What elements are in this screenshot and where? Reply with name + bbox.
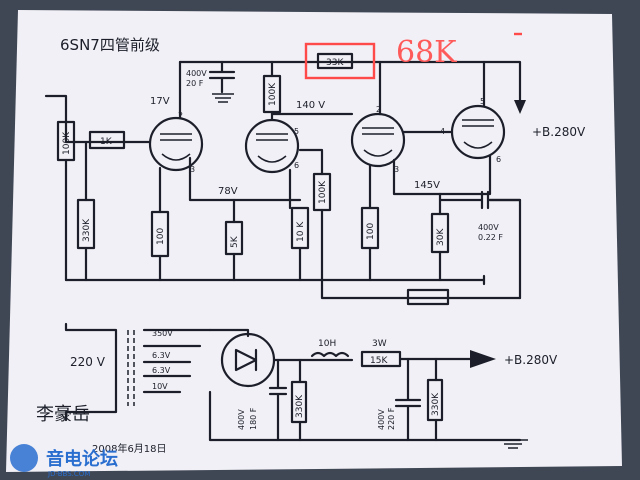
voltage-145v: 145V (414, 180, 440, 191)
tube-2-elements (256, 133, 288, 163)
label-100-k3: 100 (366, 223, 376, 240)
ground-symbol-ps (498, 439, 528, 449)
cap-top-volt: 400V (186, 69, 207, 78)
wire-to-100k-b (298, 148, 324, 176)
cap-ps2-volt: 400V (377, 409, 386, 430)
amplifier-circuit: +B.280V 100K 1K 330K 17V 2 3 100 400V 20… (44, 32, 586, 306)
pin-3-tube3: 3 (394, 165, 399, 174)
label-1k: 1K (100, 137, 113, 147)
feedback-wire (320, 208, 522, 300)
label-330k-ps2: 330K (431, 392, 441, 416)
cap-top (208, 60, 236, 94)
output-cap (438, 190, 522, 210)
bplus-rail-top (178, 60, 522, 102)
resistor-feedback (406, 288, 450, 306)
label-10h: 10H (318, 339, 336, 349)
tube-4-elements (462, 119, 494, 149)
label-33k: 33K (326, 58, 344, 68)
voltage-140v: 140 V (296, 100, 325, 111)
cap-ps1-val: 180 F (249, 407, 258, 430)
cap-out-val: 0.22 F (478, 233, 503, 242)
rectifier-out (254, 348, 354, 372)
tube-6sn7-1 (148, 116, 204, 172)
pin-6-tube4: 6 (496, 155, 501, 164)
tap-6v3-b: 6.3V (152, 366, 171, 375)
cap-ps1-volt: 400V (237, 409, 246, 430)
pin-5-tube2: 5 (294, 127, 299, 136)
label-100k-input: 100K (62, 131, 72, 155)
handwritten-68k: 68K (396, 35, 457, 70)
cap-top-val: 20 F (186, 79, 204, 88)
bplus-arrow-bottom (470, 350, 496, 368)
tube-1-elements (160, 133, 192, 161)
choke-10h (310, 351, 350, 358)
label-30k: 30K (436, 228, 446, 246)
label-100k-plate: 100K (268, 82, 278, 106)
author-signature: 李豪岳 (36, 404, 90, 425)
voltage-17v: 17V (150, 96, 170, 107)
pin-3-tube1: 3 (190, 165, 195, 174)
ground-bus (64, 274, 486, 286)
label-10k-a: 10 K (296, 221, 306, 242)
transformer-core (127, 330, 135, 406)
ground-symbol-top (212, 93, 234, 103)
tube-6sn7-3 (350, 112, 406, 168)
cathode-bus-1 (188, 156, 302, 202)
markup-box (304, 42, 376, 80)
rectifier-diode (234, 348, 258, 372)
primary-winding (64, 322, 118, 422)
pin-2-tube3: 2 (376, 105, 381, 114)
secondary-taps (142, 328, 212, 394)
cap-ps2-val: 220 F (387, 407, 396, 430)
tap-350v: 350V (152, 329, 173, 338)
label-15k: 15K (370, 356, 388, 366)
label-100-k1: 100 (156, 228, 166, 245)
bplus-label-top: +B.280V (532, 125, 586, 139)
voltage-78v: 78V (218, 186, 238, 197)
input-lead (44, 94, 68, 144)
power-supply: 220 V 350V 6.3V 6.3V 10V 400V 180 F 330K… (64, 322, 558, 449)
label-5k: 5K (230, 235, 240, 248)
cap-ps1 (268, 358, 288, 442)
tap-10v: 10V (152, 382, 168, 391)
resistor-1k (88, 130, 126, 150)
bplus-label-bottom: +B.280V (504, 353, 558, 367)
paper-sheet (6, 10, 622, 472)
watermark-url: JD-BBS.COM (47, 470, 90, 478)
tube-3-elements (362, 127, 394, 157)
site-watermark: 音电论坛 JD-BBS.COM (10, 444, 118, 478)
pin-6-tube2: 6 (294, 161, 299, 170)
label-330k-ps: 330K (295, 394, 305, 418)
ps-ground-bus (208, 390, 522, 442)
label-3w: 3W (372, 339, 387, 349)
tap-6v3-a: 6.3V (152, 351, 171, 360)
cathode-bus-3 (392, 158, 442, 196)
resistor-33k (316, 52, 354, 70)
label-330k-input: 330K (82, 218, 92, 242)
cap-out-volt: 400V (478, 223, 499, 232)
schematic-title: 6SN7四管前级 (60, 36, 160, 54)
bplus-arrow-top (514, 100, 526, 114)
drawing-date: 2008年6月18日 (92, 442, 167, 455)
label-100k-b: 100K (318, 180, 328, 204)
watermark-logo-icon (10, 444, 38, 472)
mains-220v: 220 V (70, 355, 106, 369)
watermark-text: 音电论坛 (46, 448, 118, 470)
pin-5-tube4: 5 (480, 97, 485, 106)
cap-ps2 (394, 357, 422, 442)
